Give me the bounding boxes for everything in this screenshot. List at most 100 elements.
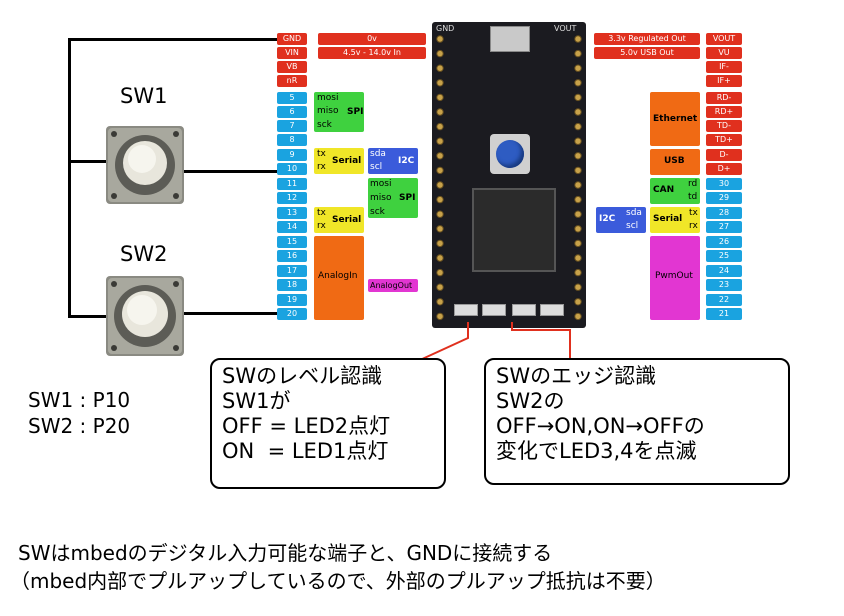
pin-hole xyxy=(436,152,444,160)
pin-hole xyxy=(574,239,582,248)
serial1-label: Serial xyxy=(332,156,362,166)
pin-hole xyxy=(574,268,582,277)
pin-p17: 17 xyxy=(277,265,307,277)
board-pin-holes xyxy=(436,35,582,321)
footer-note-line2: （mbed内部でプルアップしているので、外部のプルアップ抵抗は不要） xyxy=(10,569,666,593)
pin-hole xyxy=(574,49,582,58)
pin-hole xyxy=(574,254,582,262)
callout-right-line4: 変化でLED3,4を点滅 xyxy=(496,439,697,463)
callout-left-line2: SW1が xyxy=(222,389,291,413)
can-rd: rd xyxy=(688,179,698,189)
gnd-wire-top xyxy=(68,38,278,41)
pwmout-label: PwmOut xyxy=(655,271,693,281)
pin-hole xyxy=(436,225,444,233)
pin-hole xyxy=(574,225,582,233)
pin-td-minus: TD- xyxy=(706,120,742,132)
pin-hole xyxy=(574,93,582,102)
pwmout-block xyxy=(650,236,700,320)
usb-connector-icon xyxy=(490,26,530,52)
pin-p5: 5 xyxy=(277,92,307,104)
pin-vu: VU xyxy=(706,47,742,59)
pin-p19: 19 xyxy=(277,294,307,306)
pin-p7: 7 xyxy=(277,120,307,132)
board-silk-vout: VOUT xyxy=(554,24,577,33)
serial-right-rx: rx xyxy=(689,221,698,231)
board-silk-gnd: GND xyxy=(436,24,455,33)
serial2-block xyxy=(314,207,364,233)
ethernet-label: Ethernet xyxy=(653,114,698,124)
pin-td-plus: TD+ xyxy=(706,134,742,146)
pin-hole xyxy=(574,166,582,175)
pin-p22: 22 xyxy=(706,294,742,306)
pin-p20: 20 xyxy=(277,308,307,320)
analogout-label: AnalogOut xyxy=(370,281,413,290)
pin-p27: 27 xyxy=(706,221,742,233)
spi2-block xyxy=(368,178,418,218)
pin-hole xyxy=(436,35,444,43)
pin-hole xyxy=(436,137,444,145)
led1-icon xyxy=(454,304,478,316)
pin-hole xyxy=(436,298,444,306)
pin-hole xyxy=(574,108,582,116)
reset-button-cap-icon xyxy=(496,140,524,168)
spi1-sck: sck xyxy=(317,120,332,130)
pin-d-plus: D+ xyxy=(706,163,742,175)
gnd-wire-vertical xyxy=(68,38,71,318)
pin-p24: 24 xyxy=(706,265,742,277)
spi1-mosi: mosi xyxy=(317,93,339,103)
pin-hole xyxy=(436,210,444,218)
pin-hole xyxy=(436,195,444,204)
pin-hole xyxy=(436,79,444,87)
pin-nr: nR xyxy=(277,75,307,87)
pin-if-plus: IF+ xyxy=(706,75,742,87)
pin-hole xyxy=(574,64,582,72)
pin-hole xyxy=(436,268,444,277)
pin-hole xyxy=(574,210,582,218)
led3-icon xyxy=(512,304,536,316)
pin-p11: 11 xyxy=(277,178,307,190)
pin-p25: 25 xyxy=(706,250,742,262)
pin-hole xyxy=(436,254,444,262)
sw1-p10-wire xyxy=(180,170,278,173)
spi2-miso: miso xyxy=(370,193,392,203)
pin-p30: 30 xyxy=(706,178,742,190)
serial-right-block xyxy=(650,207,700,233)
pin-p21: 21 xyxy=(706,308,742,320)
pin-rd-minus: RD- xyxy=(706,92,742,104)
pin-vout: VOUT xyxy=(706,33,742,45)
led2-icon xyxy=(482,304,506,316)
sw2-button-icon xyxy=(106,276,184,356)
footer-note-line1: SWはmbedのデジタル入力可能な端子と、GNDに接続する xyxy=(18,541,553,565)
callout-edge-detection: SWのエッジ認識 SW2の OFF→ON,ON→OFFの 変化でLED3,4を点… xyxy=(484,358,790,485)
usb-label: USB xyxy=(664,156,685,166)
pin-hole xyxy=(574,122,582,131)
serial2-label: Serial xyxy=(332,215,362,225)
pin-p28: 28 xyxy=(706,207,742,219)
pin-hole xyxy=(436,64,444,72)
i2c1-scl: scl xyxy=(370,162,383,172)
power-desc-gnd: 0v xyxy=(318,33,426,45)
spi1-miso: miso xyxy=(317,106,339,116)
ethernet-block xyxy=(650,92,700,146)
pin-hole xyxy=(574,298,582,306)
serial2-rx: rx xyxy=(317,221,326,231)
serial2-tx: tx xyxy=(317,208,326,218)
usb-block xyxy=(650,149,700,175)
mbed-board: GND VOUT xyxy=(432,22,586,328)
pin-p23: 23 xyxy=(706,279,742,291)
callout-right-line2: SW2の xyxy=(496,389,565,413)
spi2-label: SPI xyxy=(399,193,416,203)
i2c-right-scl: scl xyxy=(626,221,639,231)
callout-left-line1: SWのレベル認識 xyxy=(222,364,383,388)
sw2-p20-wire xyxy=(180,312,278,315)
pin-vb: VB xyxy=(277,61,307,73)
power-desc-vout: 3.3v Regulated Out xyxy=(594,33,700,45)
i2c-right-label: I2C xyxy=(599,214,616,224)
spi1-label: SPI xyxy=(347,107,364,117)
pin-hole xyxy=(436,239,444,248)
pin-hole xyxy=(574,35,582,43)
pin-p9: 9 xyxy=(277,149,307,161)
pin-hole xyxy=(574,312,582,321)
